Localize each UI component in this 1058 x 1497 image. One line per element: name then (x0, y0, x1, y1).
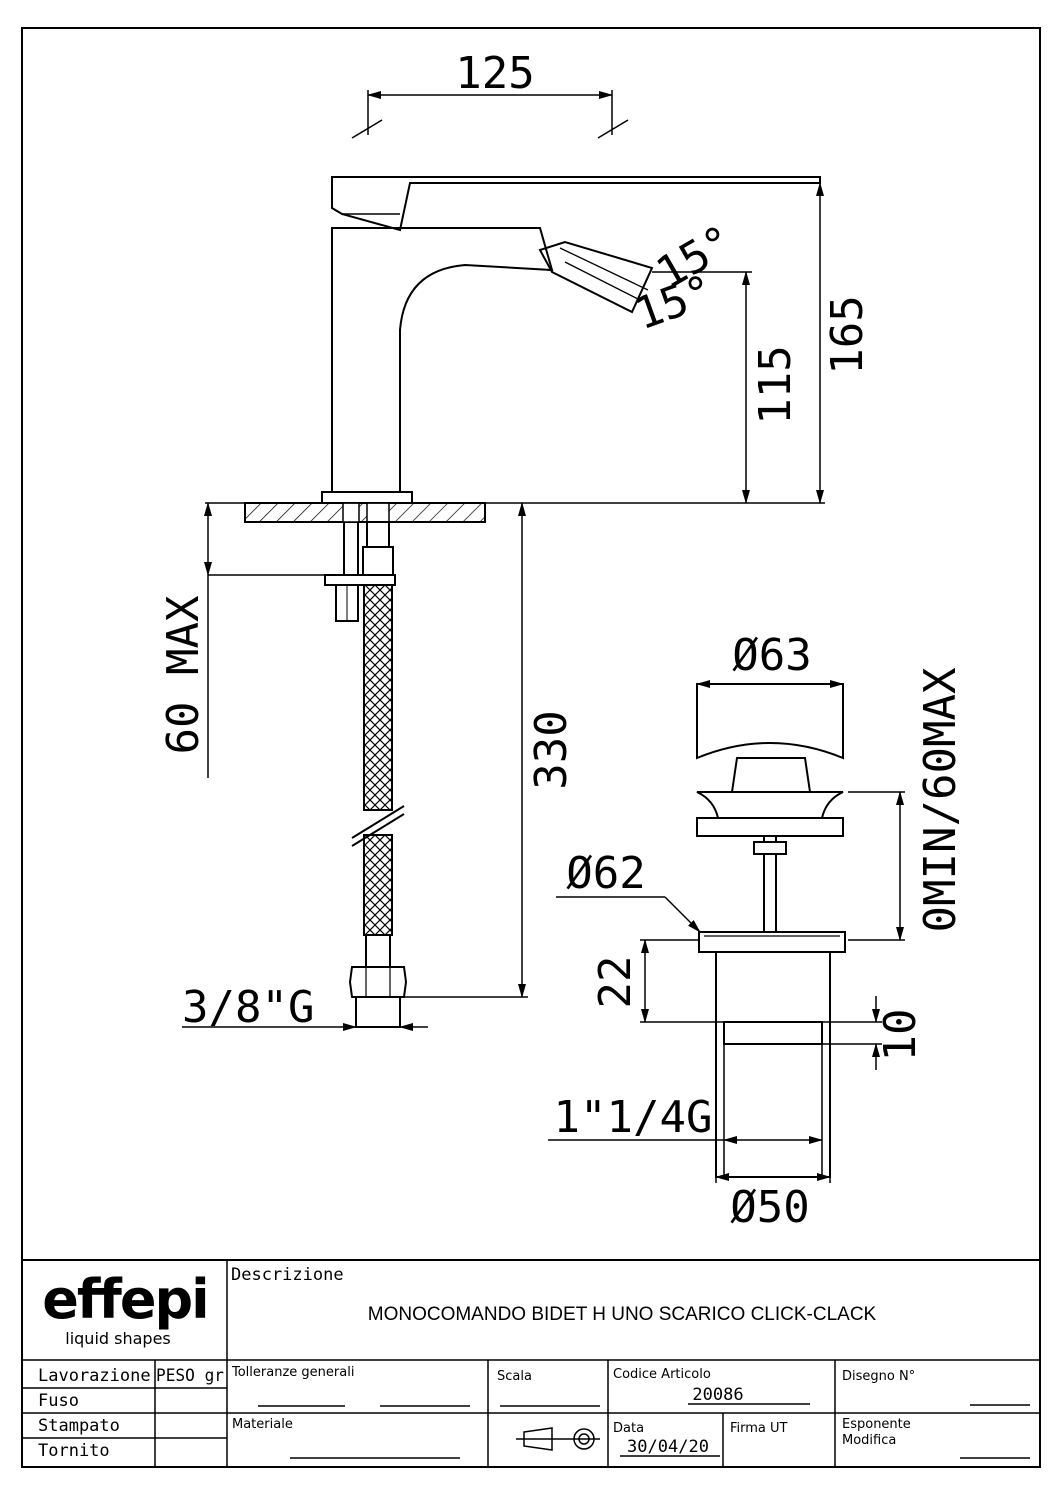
dim-330: 330 (526, 710, 577, 789)
dim-0min-60max: 0MIN/60MAX (915, 667, 966, 932)
tolleranze-label: Tolleranze generali (231, 1365, 354, 1380)
sheet-border (21, 27, 1041, 1468)
dim-22: 22 (590, 956, 641, 1009)
esponente-label: Esponente (842, 1417, 911, 1432)
codice-articolo-label: Codice Articolo (613, 1367, 711, 1382)
dim-60-max: 60 MAX (158, 595, 209, 754)
dim-diam-63: Ø63 (732, 630, 811, 681)
disegno-label: Disegno N° (842, 1369, 915, 1384)
process-tornito: Tornito (38, 1441, 110, 1461)
dim-125: 125 (455, 48, 534, 99)
waste-drawing (696, 683, 846, 1178)
data-label: Data (613, 1421, 644, 1436)
dim-115: 115 (750, 345, 801, 424)
dim-1-1-4-g: 1"1/4G (554, 1092, 713, 1143)
projection-symbol-icon (516, 1427, 600, 1451)
dim-10: 10 (875, 1009, 926, 1062)
firma-ut-label: Firma UT (730, 1421, 788, 1436)
title-block-grid (22, 1259, 1040, 1467)
scala-label: Scala (497, 1369, 532, 1384)
dim-diam-62: Ø62 (566, 848, 645, 899)
dim-3-8-g: 3/8"G (182, 982, 314, 1033)
peso-label: PESO gr (156, 1366, 224, 1386)
fixing-and-hose (324, 521, 408, 1028)
codice-articolo-value: 20086 (692, 1385, 743, 1405)
process-stampato: Stampato (38, 1416, 120, 1436)
brand-tagline: liquid shapes (65, 1329, 171, 1348)
materiale-label: Materiale (232, 1417, 293, 1432)
deck-section (244, 502, 486, 523)
descrizione-label: Descrizione (231, 1265, 344, 1285)
mixer-dimension-lines (182, 90, 825, 1031)
process-fuso: Fuso (38, 1391, 79, 1411)
effepi-logo: effepi (42, 1268, 207, 1331)
modifica-label: Modifica (842, 1433, 896, 1448)
dim-165: 165 (822, 295, 873, 374)
dim-angle-down: 15° (628, 265, 720, 340)
dim-diam-50: Ø50 (730, 1182, 809, 1233)
data-value: 30/04/20 (627, 1437, 709, 1457)
lavorazione-label: Lavorazione (38, 1366, 151, 1386)
waste-dimension-lines (548, 680, 905, 1183)
product-description: MONOCOMANDO BIDET H UNO SCARICO CLICK-CL… (368, 1304, 877, 1325)
